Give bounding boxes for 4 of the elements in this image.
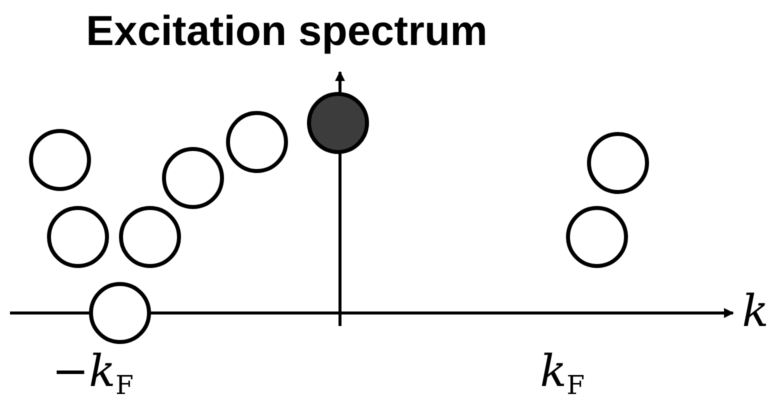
axis-label: k <box>742 290 769 334</box>
chart-title: Excitation spectrum <box>86 10 488 52</box>
tick-label: k$_{F}$ <box>540 350 585 399</box>
tick-label: −k$_{F}$ <box>52 350 134 399</box>
